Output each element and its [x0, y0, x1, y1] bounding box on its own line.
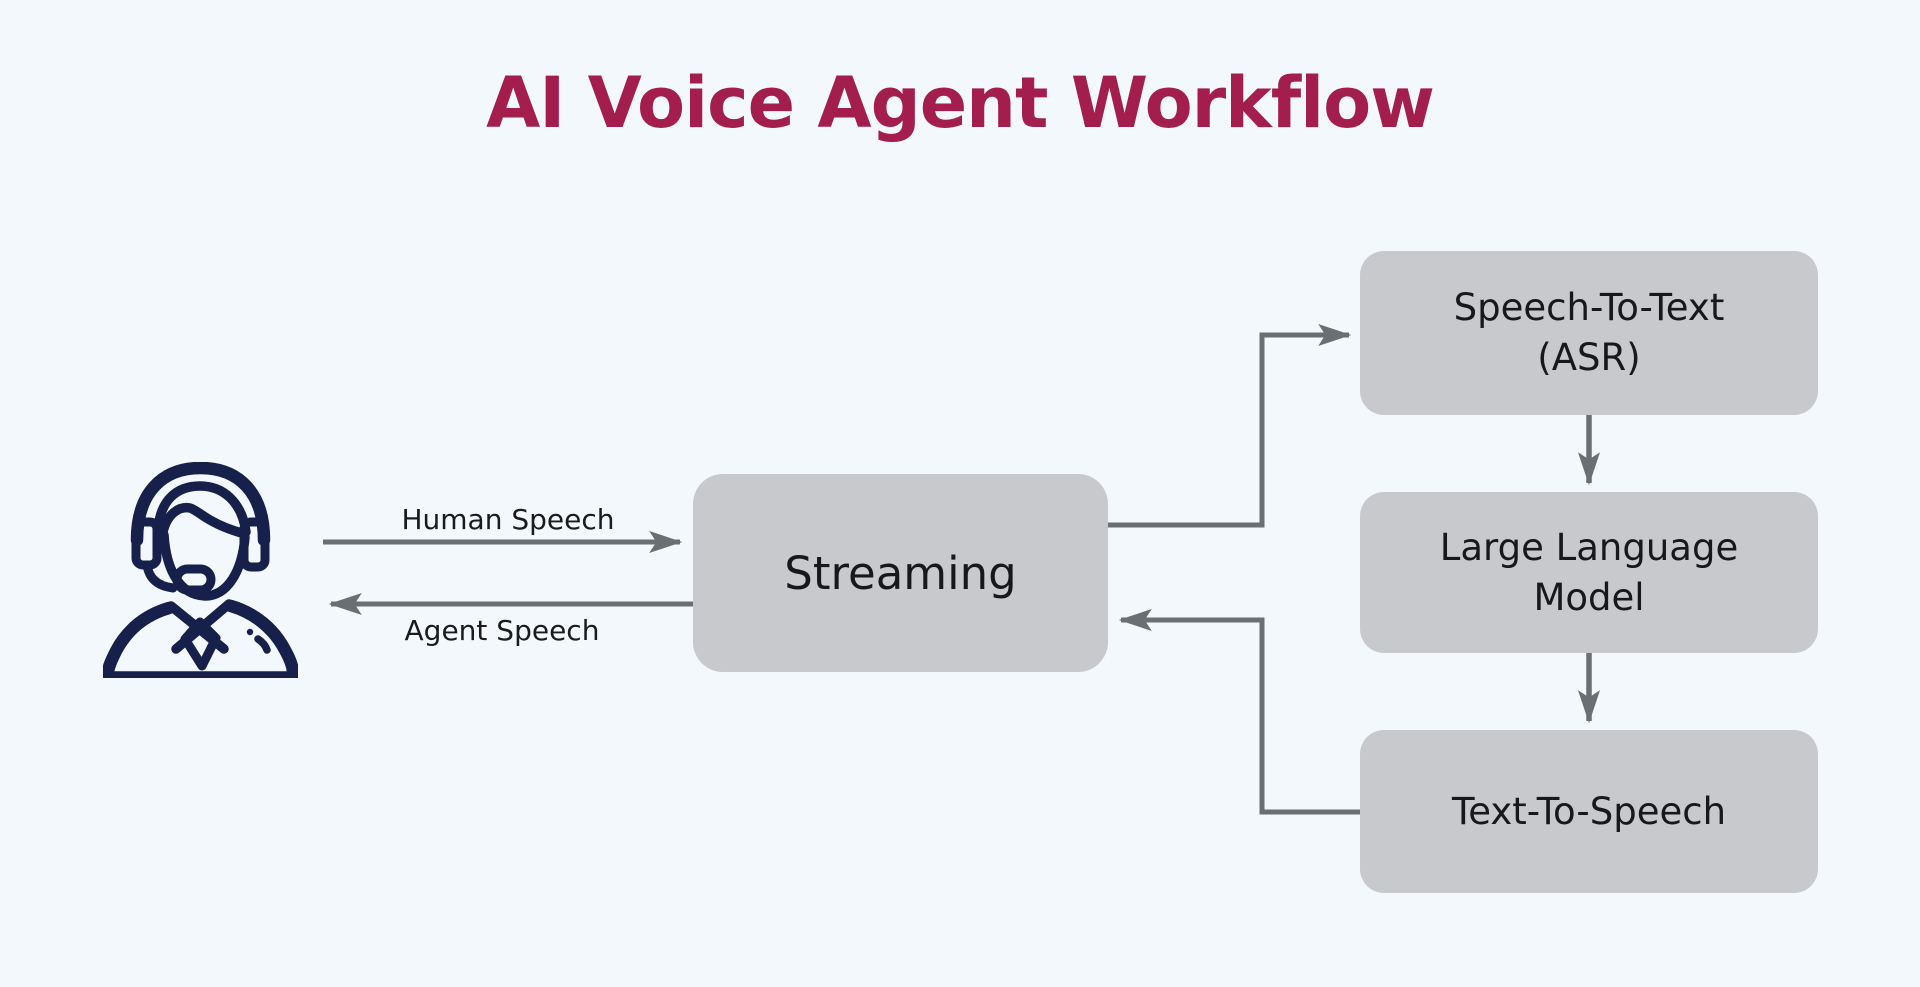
- agent-mic-boom: [142, 560, 178, 593]
- streaming-to-stt-connector: [1108, 324, 1352, 528]
- node-large-language-model-label-line1: Large Language: [1439, 525, 1739, 569]
- page-title: AI Voice Agent Workflow: [486, 62, 1435, 144]
- node-large-language-model: Large Language Model: [1360, 492, 1818, 653]
- agent-head-top: [153, 481, 251, 537]
- headset-agent-icon: [103, 462, 298, 678]
- agent-shoulders: [103, 599, 298, 678]
- human-speech-label: Human Speech: [401, 503, 615, 536]
- agent-shoulder-dot: [246, 628, 254, 636]
- agent-headband: [130, 462, 271, 547]
- agent-hair: [158, 502, 250, 539]
- agent-mic-capsule: [172, 564, 216, 595]
- node-streaming: Streaming: [693, 474, 1108, 672]
- node-speech-to-text: Speech-To-Text (ASR): [1360, 251, 1818, 415]
- agent-face: [159, 530, 250, 601]
- agent-shoulder-dash: [254, 635, 271, 654]
- node-text-to-speech: Text-To-Speech: [1360, 730, 1818, 893]
- node-streaming-label: Streaming: [784, 546, 1017, 600]
- tts-to-streaming-connector: [1118, 609, 1360, 815]
- agent-speech-label: Agent Speech: [404, 614, 600, 647]
- node-large-language-model-label-line2: Model: [1533, 575, 1645, 619]
- agent-tie: [180, 617, 221, 671]
- node-text-to-speech-label: Text-To-Speech: [1451, 789, 1727, 833]
- node-speech-to-text-label-line2: (ASR): [1537, 336, 1641, 379]
- node-speech-to-text-label-line1: Speech-To-Text: [1453, 286, 1725, 329]
